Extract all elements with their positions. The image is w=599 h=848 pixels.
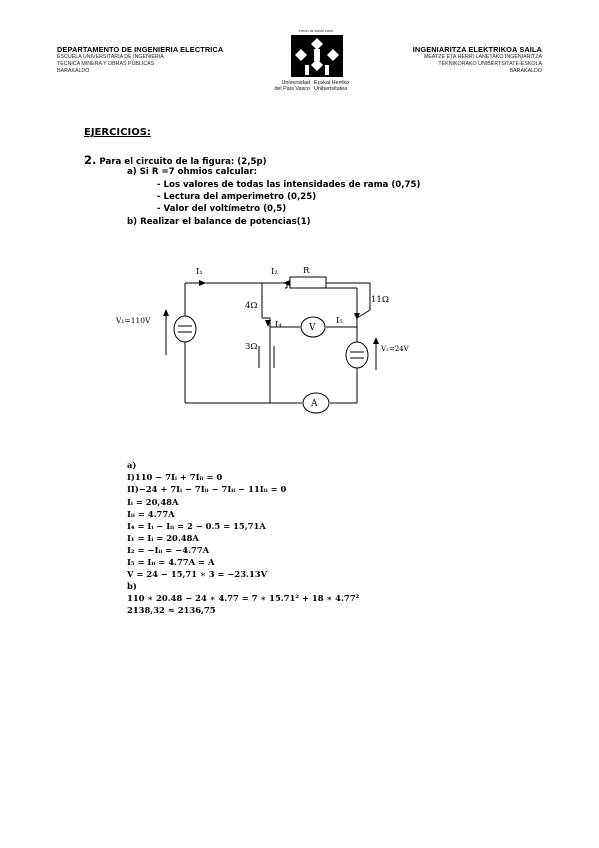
- question-item-1: - Los valores de todas las intensidades …: [157, 180, 421, 190]
- answer-line-9: I₅ = Iᵢᵢ = 4.77A = A: [127, 557, 215, 567]
- header-right: INGENIARITZA ELEKTRIKOA SAILA MEATZE ETA…: [312, 45, 542, 75]
- logo-caption-eu: Euskal Herriko Unibertsitatea: [314, 80, 350, 92]
- school-line-eu-2: TEKNIKORAKO UNIBERTSITATE-ESKOLA: [438, 61, 542, 67]
- arrow-i5: [354, 313, 360, 320]
- answer-line-7: I₁ = Iᵢ = 20.48A: [127, 533, 199, 543]
- department-title: DEPARTAMENTO DE INGENIERIA ELECTRICA: [57, 45, 224, 54]
- header-left: DEPARTAMENTO DE INGENIERIA ELECTRICA ESC…: [57, 45, 297, 75]
- question-heading: 2. Para el circuito de la figura: (2,5p): [84, 153, 267, 167]
- label-i4: I₄: [275, 320, 282, 330]
- label-r: R: [303, 266, 310, 276]
- question-text: Para el circuito de la figura: (2,5p): [99, 157, 267, 167]
- source-v2: [345, 341, 369, 369]
- arrow-i2: [283, 280, 290, 286]
- label-r4: 4Ω: [245, 301, 257, 311]
- tree-emblem-icon: [291, 35, 343, 77]
- logo-caption-es: Universidad del País Vasco: [274, 80, 310, 92]
- school-line-eu-3: BARAKALDO: [509, 68, 542, 74]
- answer-line-8: I₂ = −Iᵢᵢ = −4.77A: [127, 545, 210, 555]
- label-i1: I₁: [196, 267, 203, 277]
- answer-line-2: I)110 − 7Iᵢ + 7Iᵢᵢ = 0: [127, 472, 223, 482]
- question-item-3: - Valor del voltímetro (0,5): [157, 204, 287, 214]
- answer-line-12: 110 ∗ 20.48 − 24 ∗ 4.77 = 7 ∗ 15.71² + 1…: [127, 593, 360, 603]
- answer-line-5: Iᵢᵢ = 4.77A: [127, 509, 175, 519]
- answer-line-3: II)−24 + 7Iᵢ − 7Iᵢᵢ − 7Iᵢᵢ − 11Iᵢᵢ = 0: [127, 484, 287, 494]
- voltmeter: [300, 316, 326, 338]
- school-line-2: TECNICA MINERA Y OBRAS PÚBLICAS: [57, 61, 155, 67]
- label-ammeter: A: [310, 399, 318, 409]
- answer-line-13: 2138,32 ≈ 2136,75: [127, 605, 216, 615]
- section-title: EJERCICIOS:: [84, 127, 151, 138]
- answer-line-11: b): [127, 581, 137, 591]
- logo-motto: eman ta zabal zazu: [298, 28, 334, 33]
- label-v2: V₂=24V: [380, 345, 410, 353]
- arrow-i4: [265, 320, 271, 327]
- answer-line-6: I₄ = Iᵢ − Iᵢᵢ = 2 − 0.5 = 15,71A: [127, 521, 266, 531]
- question-part-a: a) Si R =7 ohmios calcular:: [127, 167, 258, 177]
- question-part-b: b) Realizar el balance de potencias(1): [127, 217, 311, 227]
- ammeter: [302, 392, 330, 414]
- arrow-i1: [199, 280, 206, 286]
- label-i2: I₂: [271, 267, 278, 277]
- question-number: 2.: [84, 153, 97, 167]
- answer-line-10: V = 24 − 15,71 ∗ 3 = −23.13V: [127, 569, 268, 579]
- answer-line-1: a): [127, 460, 137, 470]
- department-title-eu: INGENIARITZA ELEKTRIKOA SAILA: [412, 45, 542, 54]
- resistor-r: [289, 276, 327, 289]
- school-line-1: ESCUELA UNIVERSITARIA DE INGENIERIA: [57, 54, 164, 60]
- label-r3: 3Ω: [245, 342, 257, 352]
- question-item-2: - Lectura del amperimetro (0,25): [157, 192, 317, 202]
- label-voltmeter: V: [308, 323, 316, 333]
- answer-line-4: Iᵢ = 20,48A: [127, 497, 179, 507]
- label-v1: V₁=110V: [115, 316, 151, 325]
- label-i5: I₅: [336, 316, 343, 326]
- source-v1: [173, 315, 197, 343]
- school-line-3: BARAKALDO: [57, 68, 90, 74]
- university-logo: eman ta zabal zazu Universidad del País …: [256, 28, 376, 100]
- label-r11: 11Ω: [371, 295, 389, 305]
- school-line-eu-1: MEATZE ETA HERRI LANETAKO INGENIARITZA: [423, 54, 542, 60]
